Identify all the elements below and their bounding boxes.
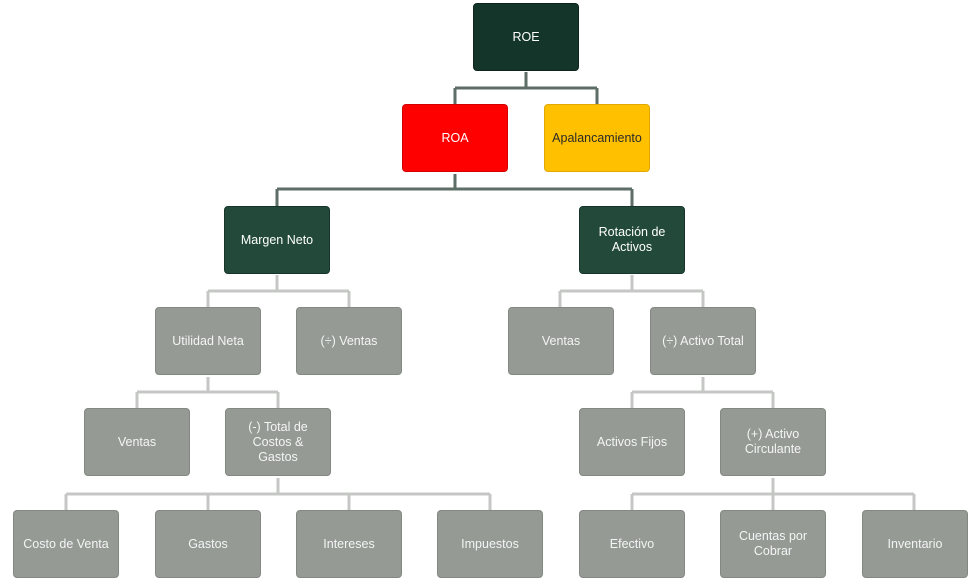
node-total-costos-gastos: (-) Total de Costos & Gastos xyxy=(225,408,331,476)
node-div-activo-total: (÷) Activo Total xyxy=(650,307,756,375)
node-activos-fijos: Activos Fijos xyxy=(579,408,685,476)
node-impuestos: Impuestos xyxy=(437,510,543,578)
connector-total-costos xyxy=(64,478,492,510)
connector-activo-circulante xyxy=(630,478,916,510)
node-roa: ROA xyxy=(402,104,508,172)
connector-roa xyxy=(275,174,634,206)
connector-margen-neto xyxy=(206,275,351,307)
node-inventario: Inventario xyxy=(862,510,968,578)
connector-roe xyxy=(453,72,599,104)
connector-utilidad-neta xyxy=(135,377,280,408)
node-rotacion-activos: Rotación de Activos xyxy=(579,206,685,274)
node-intereses: Intereses xyxy=(296,510,402,578)
node-utilidad-neta: Utilidad Neta xyxy=(155,307,261,375)
node-cuentas-por-cobrar: Cuentas por Cobrar xyxy=(720,510,826,578)
node-ventas-left: Ventas xyxy=(84,408,190,476)
node-ventas-right: Ventas xyxy=(508,307,614,375)
node-efectivo: Efectivo xyxy=(579,510,685,578)
node-margen-neto: Margen Neto xyxy=(224,206,330,274)
node-roe: ROE xyxy=(473,3,579,71)
node-activo-circulante: (+) Activo Circulante xyxy=(720,408,826,476)
node-div-ventas: (÷) Ventas xyxy=(296,307,402,375)
connector-activo-total xyxy=(630,377,775,408)
node-gastos: Gastos xyxy=(155,510,261,578)
node-apalancamiento: Apalancamiento xyxy=(544,104,650,172)
node-costo-venta: Costo de Venta xyxy=(13,510,119,578)
connector-rotacion xyxy=(558,275,705,307)
